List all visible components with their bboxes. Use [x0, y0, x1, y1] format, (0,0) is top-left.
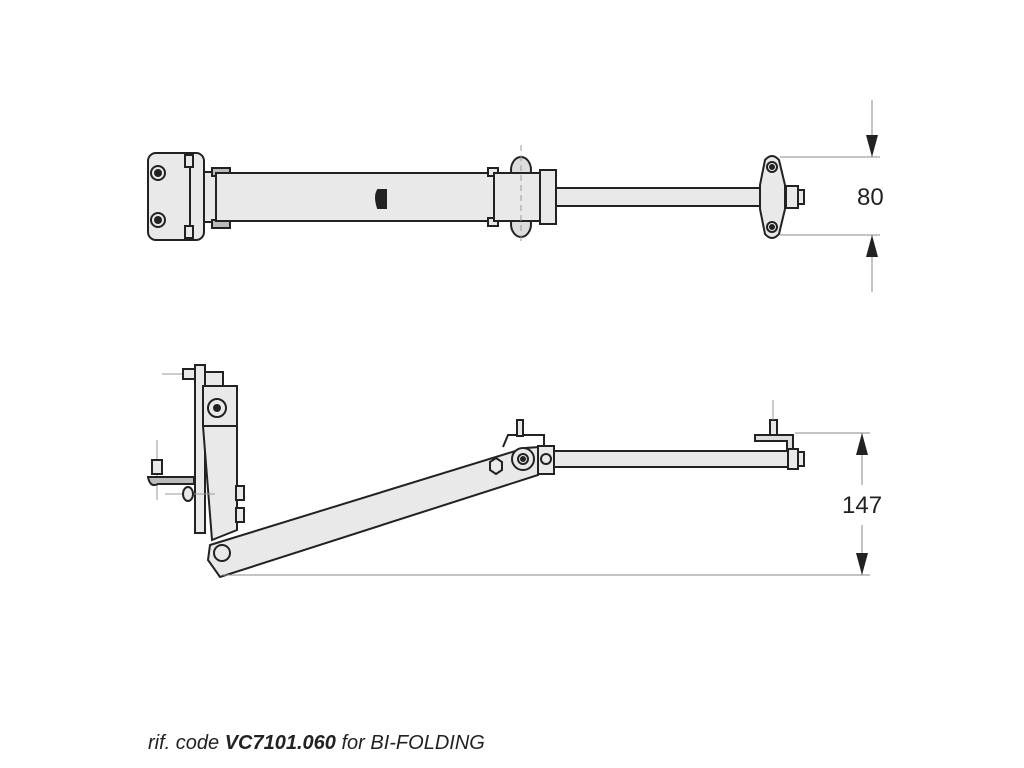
- caption: rif. code VC7101.060 for BI-FOLDING: [148, 732, 485, 755]
- side-dimension: [222, 432, 870, 576]
- side-view-dimension-label: 147: [842, 492, 883, 519]
- product-code: VC7101.060: [224, 732, 336, 754]
- caption-suffix: for BI-FOLDING: [335, 732, 485, 754]
- side-view: [146, 364, 805, 579]
- top-view-dimension-label: 80: [857, 184, 884, 211]
- rod: [553, 450, 789, 468]
- end-plate: [759, 155, 786, 239]
- main-arm: [215, 172, 495, 222]
- caption-prefix: rif. code: [148, 732, 225, 754]
- top-view: [147, 145, 805, 245]
- rod: [555, 187, 789, 207]
- top-dimension: [780, 100, 880, 292]
